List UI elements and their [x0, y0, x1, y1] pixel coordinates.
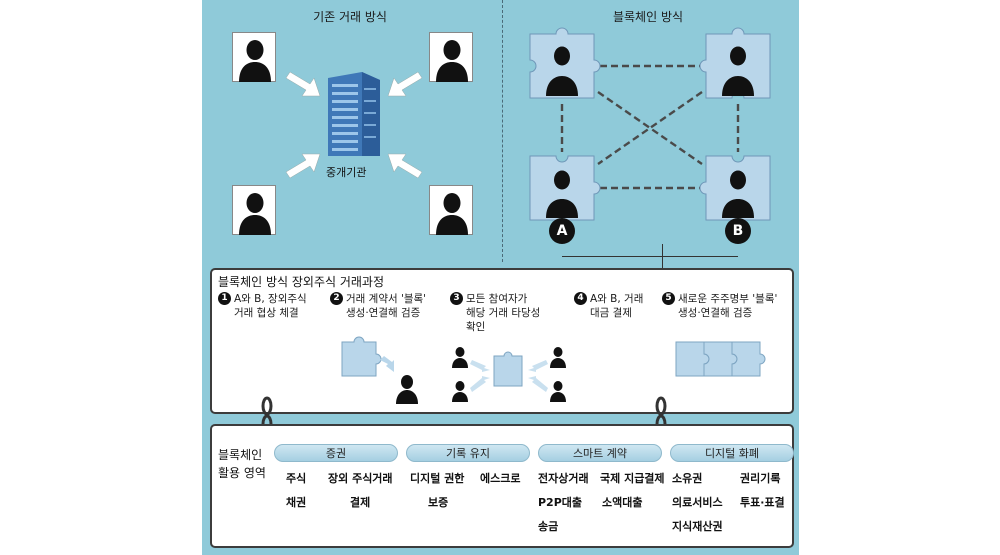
step-line: 거래 계약서 '블록' [346, 293, 427, 305]
usage-category: 스마트 계약 전자상거래 국제 지급결제 P2P대출 소액대출 송금 [538, 444, 665, 544]
building-icon [328, 72, 380, 156]
category-item: 디지털 권한 [410, 472, 465, 485]
category-header: 디지털 화폐 [670, 444, 794, 462]
step-line: 생성·연결해 검증 [678, 307, 753, 319]
blockchain-network [529, 27, 771, 221]
intermediary-arrows [285, 71, 423, 179]
chain-link [560, 64, 740, 190]
step-line: 대금 결제 [590, 307, 632, 319]
category-item: 주식 [286, 472, 307, 485]
step-line: 새로운 주주명부 '블록' [678, 293, 778, 305]
node-b-badge: B [725, 218, 751, 244]
category-item: 소액대출 [602, 496, 643, 509]
category-header: 기록 유지 [406, 444, 530, 462]
step-line: 해당 거래 타당성 [466, 307, 541, 319]
section-divider [502, 0, 503, 262]
category-header: 스마트 계약 [538, 444, 662, 462]
category-item: P2P대출 [538, 496, 583, 509]
traditional-title: 기존 거래 방식 [313, 10, 387, 24]
connector-line [562, 256, 738, 257]
usage-title: 블록체인 활용 영역 [218, 446, 266, 482]
category-item: 보증 [428, 496, 449, 509]
step-line: 모든 참여자가 [466, 293, 528, 305]
usage-category: 디지털 화폐 소유권 권리기록 의료서비스 투표·표결 지식재산권 [670, 444, 794, 544]
step-number: 5 [662, 292, 675, 305]
step2-illustration [341, 336, 418, 404]
node-a-badge: A [549, 218, 575, 244]
step-number: 2 [330, 292, 343, 305]
category-header: 증권 [274, 444, 398, 462]
infographic: 기존 거래 방식 중개기관 [202, 0, 799, 555]
category-item: 송금 [538, 520, 559, 533]
usage-category: 기록 유지 디지털 권한 에스크로 보증 [406, 444, 530, 544]
category-item: 에스크로 [480, 472, 521, 485]
category-item: 지식재산권 [672, 520, 723, 533]
step-line: A와 B, 장외주식 [234, 293, 307, 305]
connector-line [662, 244, 663, 270]
step3-illustration [452, 347, 566, 402]
usage-title-line: 블록체인 [218, 448, 263, 462]
step-line: A와 B, 거래 [590, 293, 644, 305]
blockchain-title: 블록체인 방식 [612, 10, 684, 24]
usage-title-line: 활용 영역 [218, 466, 266, 480]
process-panel [210, 268, 794, 414]
person-icon [232, 185, 276, 235]
step-number: 4 [574, 292, 587, 305]
person-icon [429, 185, 473, 235]
step-line: 거래 협상 체결 [234, 307, 299, 319]
category-item: 소유권 [672, 472, 703, 485]
step-number: 1 [218, 292, 231, 305]
step-line: 확인 [466, 321, 486, 333]
category-item: 전자상거래 [538, 472, 589, 485]
category-item: 채권 [286, 496, 307, 509]
person-icon [232, 32, 276, 82]
category-item: 결제 [350, 496, 371, 509]
category-item: 의료서비스 [672, 496, 723, 509]
step-line: 생성·연결해 검증 [346, 307, 421, 319]
process-title: 블록체인 방식 장외주식 거래과정 [218, 275, 385, 289]
category-item: 국제 지급결제 [600, 472, 665, 485]
category-item: 권리기록 [740, 472, 781, 485]
step-number: 3 [450, 292, 463, 305]
intermediary-label: 중개기관 [326, 166, 367, 179]
step5-illustration [675, 341, 766, 377]
category-item: 투표·표결 [740, 496, 785, 509]
category-item: 장외 주식거래 [328, 472, 393, 485]
usage-category: 증권 주식 장외 주식거래 채권 결제 [274, 444, 398, 544]
person-icon [429, 32, 473, 82]
